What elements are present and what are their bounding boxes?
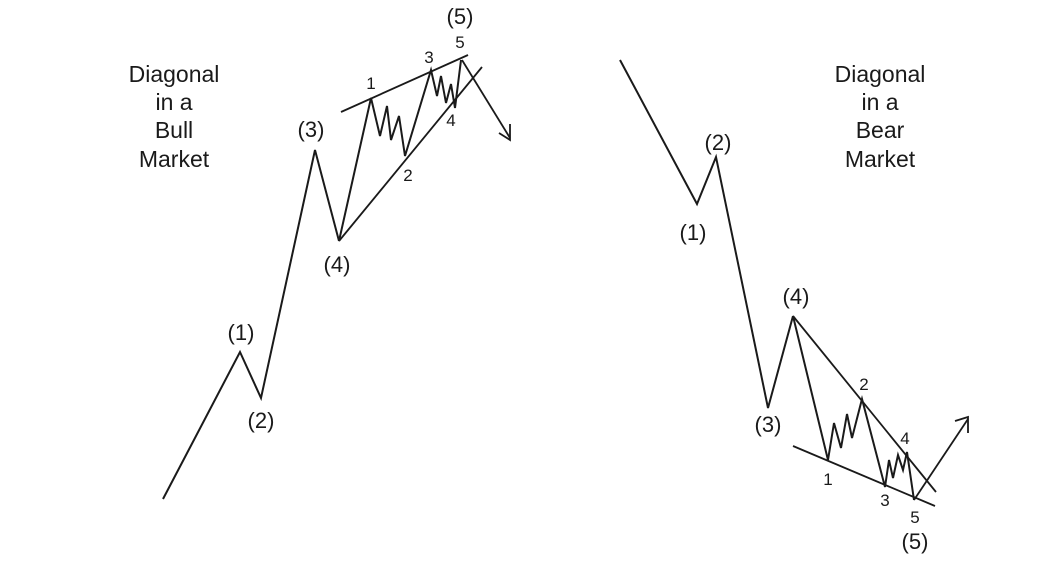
bear-sublabel-3: 3	[880, 491, 889, 510]
bear-sublabel-1: 1	[823, 470, 832, 489]
bear-diagonal-subwaves	[792, 315, 915, 501]
bull-sublabel-1: 1	[366, 74, 375, 93]
bear-title-line-4: Market	[845, 146, 916, 172]
bear-panel: Diagonal in a Bear Market (1) (2) (3) (4…	[619, 59, 969, 554]
bear-lower-trendline	[792, 445, 936, 507]
bear-title-line-1: Diagonal	[835, 61, 926, 87]
bear-label-wave-4: (4)	[783, 284, 810, 309]
bear-label-wave-3: (3)	[755, 412, 782, 437]
bear-sublabel-2: 2	[859, 375, 868, 394]
bear-label-wave-5: (5)	[902, 529, 929, 554]
bull-title-line-1: Diagonal	[129, 61, 220, 87]
bull-label-wave-2: (2)	[248, 408, 275, 433]
bear-sublabel-5: 5	[910, 508, 919, 527]
bull-reversal-arrow-head	[498, 124, 511, 142]
bull-reversal-arrow-shaft	[461, 59, 511, 139]
bear-upper-trendline	[792, 315, 937, 493]
bull-title-line-3: Bull	[155, 117, 193, 143]
bull-title-line-4: Market	[139, 146, 210, 172]
bear-main-wave	[619, 59, 794, 409]
bear-reversal-arrow-head	[954, 415, 969, 433]
bear-title-line-3: Bear	[856, 117, 905, 143]
bull-sublabel-2: 2	[403, 166, 412, 185]
bull-diagonal-subwaves	[338, 59, 462, 242]
bull-main-wave	[162, 149, 340, 500]
bull-lower-trendline	[338, 66, 483, 242]
bull-panel: Diagonal in a Bull Market (1) (2) (3) (4…	[129, 4, 511, 500]
bear-reversal-arrow-shaft	[913, 418, 969, 501]
bull-upper-trendline	[340, 54, 469, 113]
bull-label-wave-1: (1)	[228, 320, 255, 345]
bear-title-line-2: in a	[861, 89, 898, 115]
bull-title-line-2: in a	[155, 89, 192, 115]
bull-sublabel-4: 4	[446, 111, 455, 130]
bear-label-wave-1: (1)	[680, 220, 707, 245]
bull-sublabel-3: 3	[424, 48, 433, 67]
bear-sublabel-4: 4	[900, 429, 909, 448]
bull-label-wave-3: (3)	[298, 117, 325, 142]
bull-label-wave-4: (4)	[324, 252, 351, 277]
bear-label-wave-2: (2)	[705, 130, 732, 155]
bull-label-wave-5: (5)	[447, 4, 474, 29]
bull-sublabel-5: 5	[455, 33, 464, 52]
